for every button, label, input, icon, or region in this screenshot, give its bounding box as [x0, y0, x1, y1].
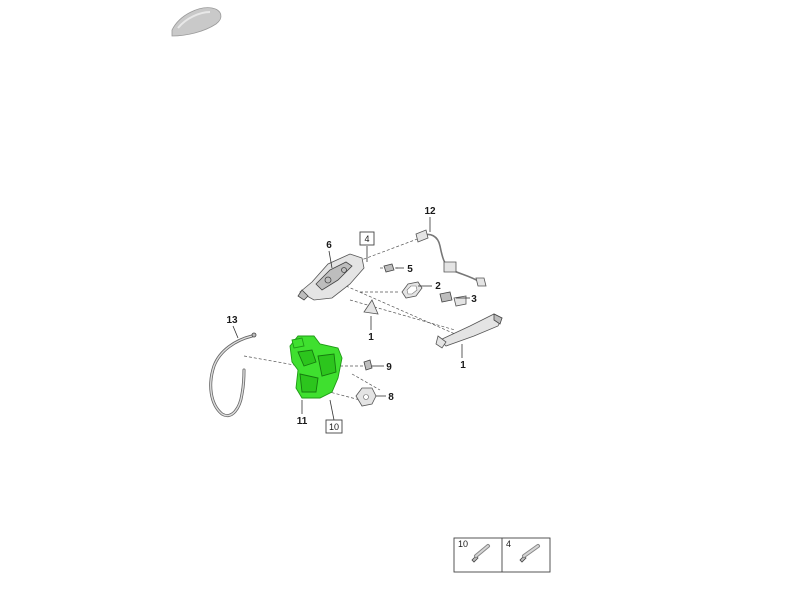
- handle-carrier-frame[interactable]: [297, 253, 365, 301]
- callout-2: 1: [368, 332, 374, 343]
- clip-part[interactable]: [383, 263, 395, 273]
- callout-9: 9: [386, 362, 392, 373]
- callout-6: 5: [407, 264, 413, 275]
- fastener-legend: 10 4: [453, 537, 551, 573]
- callout-5: 3: [471, 294, 477, 305]
- bracket-part[interactable]: [439, 291, 467, 307]
- boxed-callout-10: 10: [325, 419, 343, 434]
- legend-label-10: 10: [458, 539, 468, 549]
- boxed-callout-4: 4: [359, 231, 375, 246]
- pin-part[interactable]: [363, 359, 373, 371]
- vehicle-thumbnail-icon[interactable]: [171, 7, 222, 37]
- door-lock-highlighted[interactable]: [289, 335, 343, 399]
- wire-harness[interactable]: [415, 229, 487, 287]
- exterior-door-handle[interactable]: [435, 313, 503, 349]
- callout-labels: 6 5 2 3 1 1 12 13 9 8 11: [226, 206, 477, 427]
- callout-3: 2: [435, 281, 441, 292]
- clamp-part[interactable]: [355, 387, 377, 407]
- callout-8: 8: [388, 392, 394, 403]
- bowden-cable[interactable]: [209, 332, 257, 417]
- legend-label-4: 4: [506, 539, 511, 549]
- svg-text:4: 4: [364, 234, 369, 244]
- screw-icon[interactable]: [471, 544, 490, 563]
- callout-7: 6: [326, 240, 332, 251]
- callout-13: 13: [226, 315, 238, 326]
- svg-text:10: 10: [329, 422, 339, 432]
- screw-icon[interactable]: [519, 544, 540, 563]
- seal-ring[interactable]: [401, 281, 423, 299]
- callout-11: 11: [297, 416, 308, 427]
- callout-12: 12: [424, 206, 436, 217]
- leader-lines: [232, 217, 470, 421]
- cap-part[interactable]: [363, 299, 379, 315]
- callout-1: 1: [460, 360, 466, 371]
